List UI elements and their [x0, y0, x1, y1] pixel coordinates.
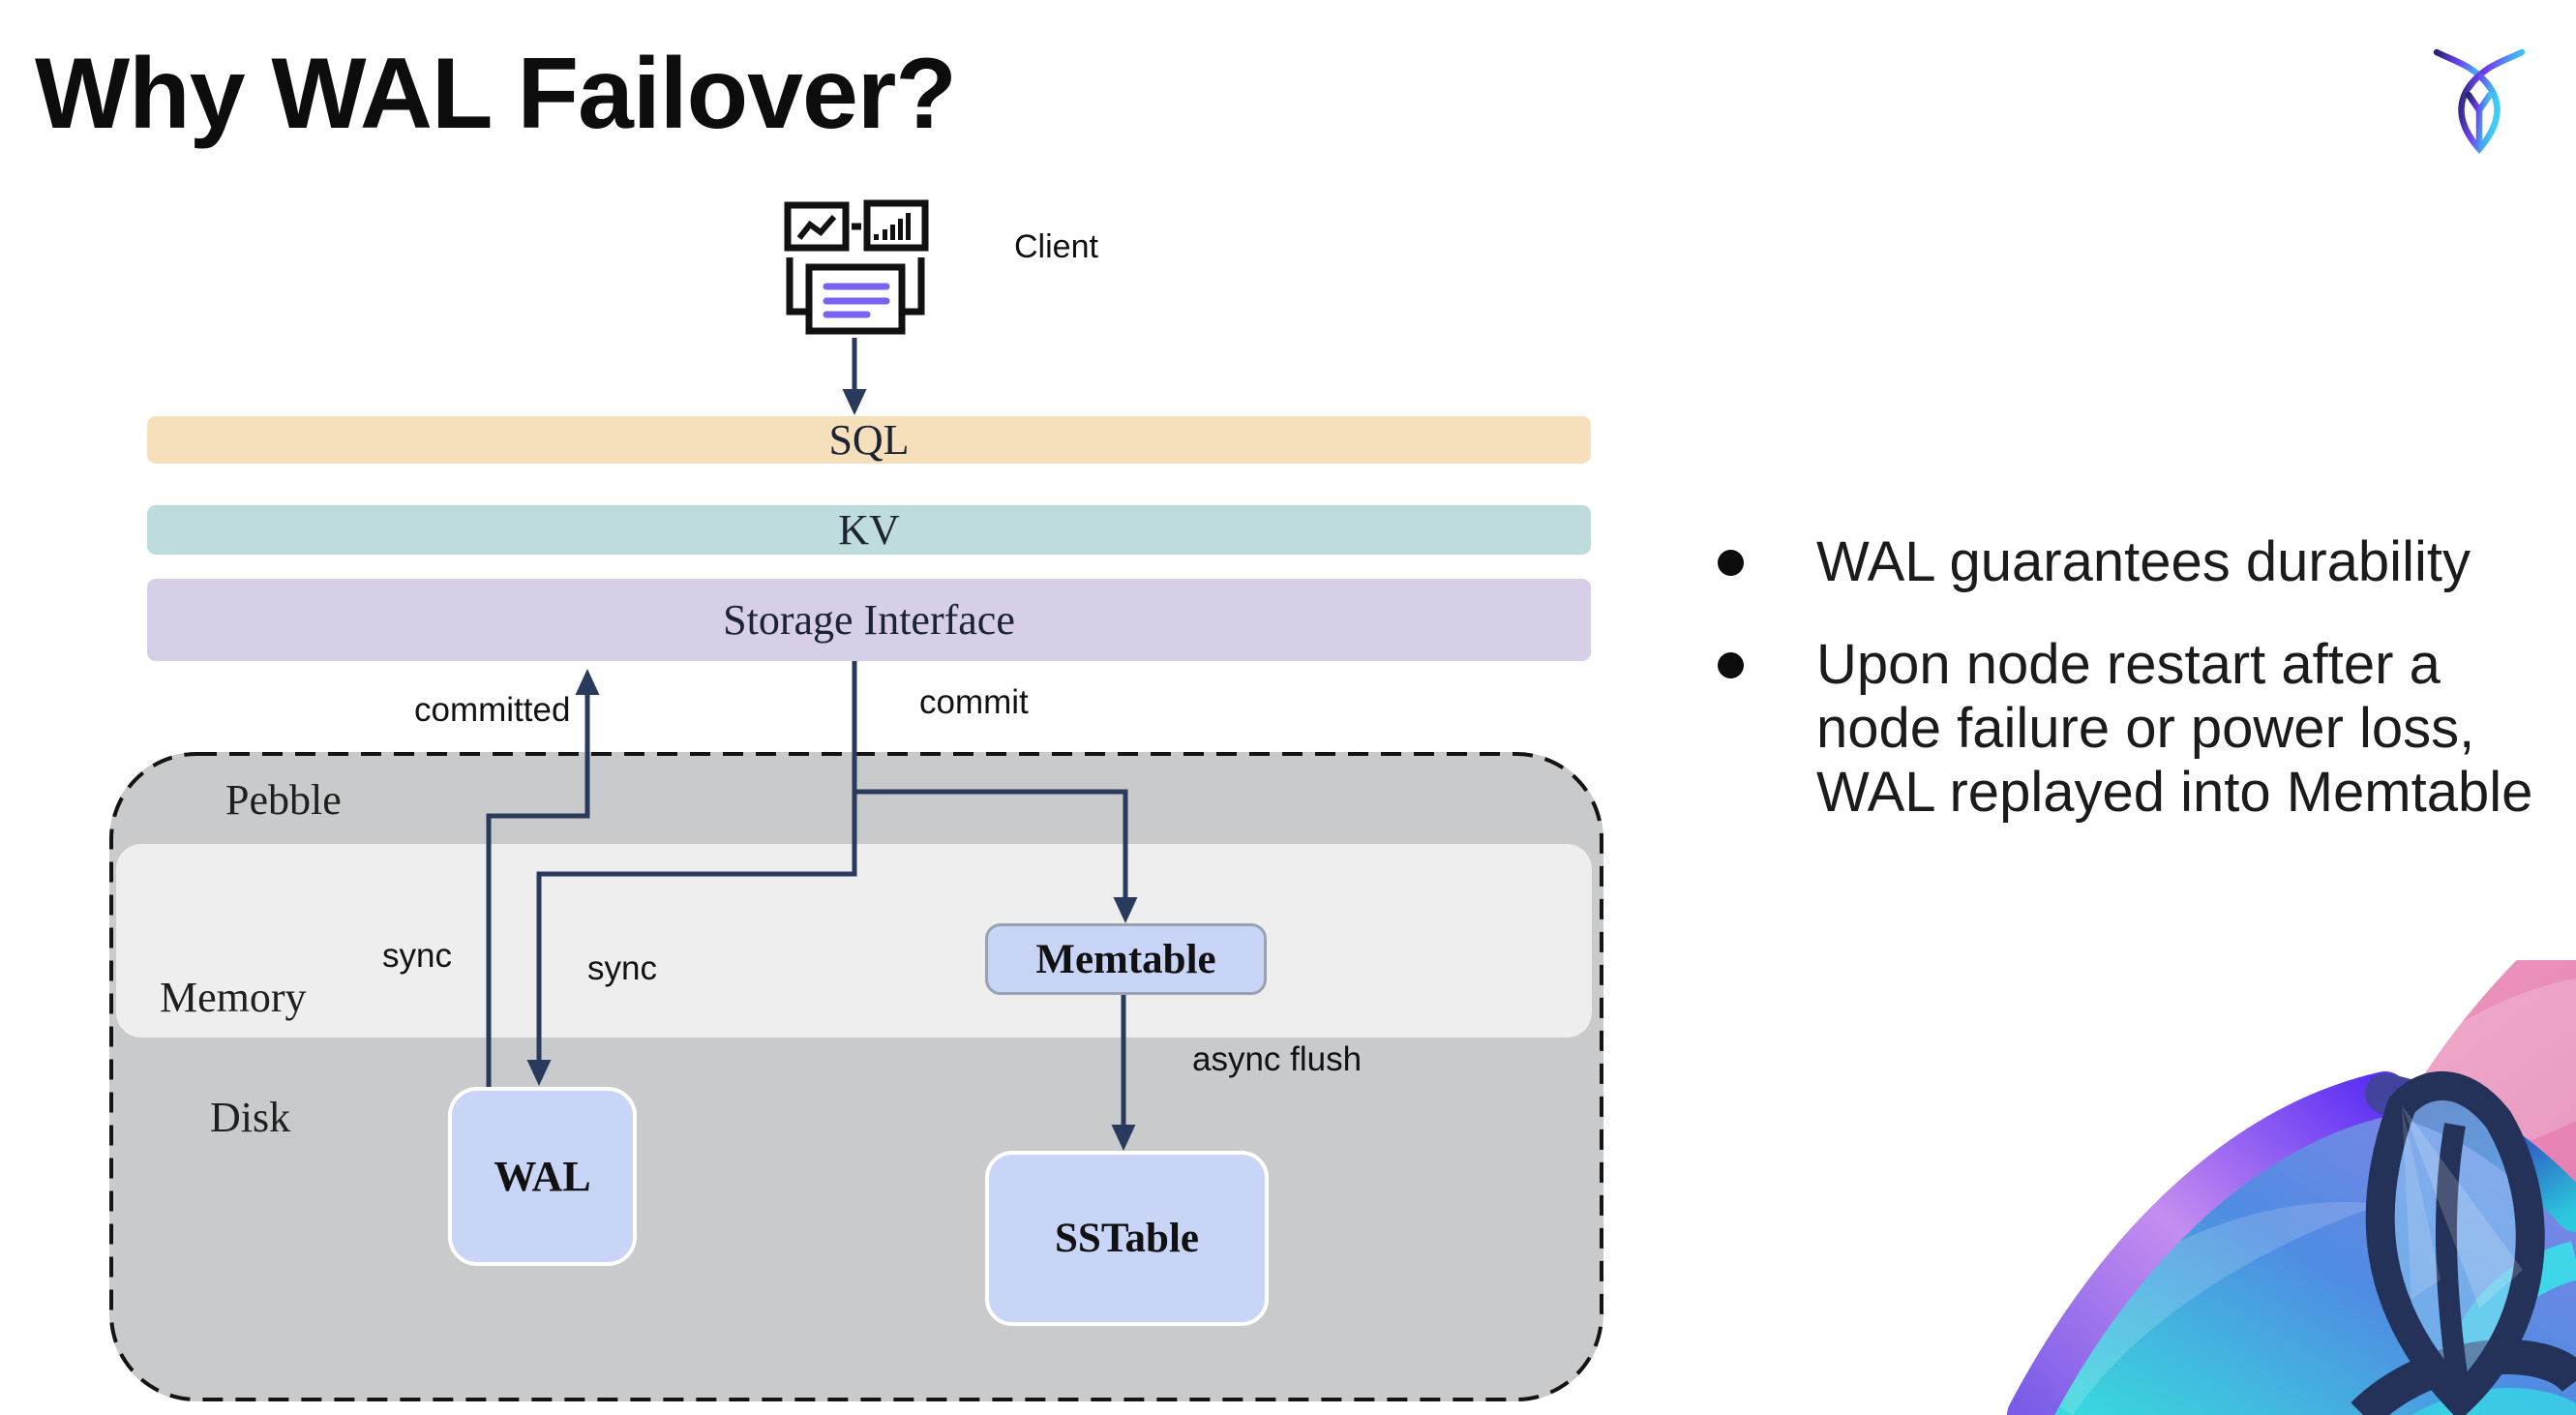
layer-storage-interface: Storage Interface	[147, 579, 1591, 661]
edge-label-sync-left: sync	[382, 937, 452, 975]
memory-label: Memory	[160, 974, 307, 1021]
edge-label-committed: committed	[414, 691, 571, 729]
bullet-text: WAL guarantees durability	[1816, 530, 2471, 593]
page-title: Why WAL Failover?	[35, 38, 957, 150]
layer-storage-interface-label: Storage Interface	[723, 596, 1015, 644]
client-terminal-icon	[784, 199, 929, 335]
disk-label: Disk	[210, 1094, 291, 1141]
pebble-label: Pebble	[225, 776, 342, 824]
node-wal-label: WAL	[494, 1153, 591, 1200]
node-sstable-label: SSTable	[1054, 1216, 1199, 1261]
client-label: Client	[1014, 228, 1098, 265]
layer-kv-label: KV	[838, 506, 900, 554]
bullet-dot-icon	[1718, 652, 1744, 678]
node-wal: WAL	[448, 1087, 637, 1266]
cockroachdb-logo-icon	[2433, 48, 2526, 154]
decorative-corner-graphic	[2007, 960, 2576, 1415]
edge-label-sync-right: sync	[587, 949, 657, 987]
node-sstable: SSTable	[985, 1151, 1269, 1326]
layer-kv: KV	[147, 505, 1591, 555]
list-item: Upon node restart after a node failure o…	[1718, 633, 2576, 825]
layer-sql: SQL	[147, 416, 1591, 464]
node-memtable-label: Memtable	[1035, 936, 1216, 982]
node-memtable: Memtable	[985, 923, 1267, 995]
bullet-list: WAL guarantees durability Upon node rest…	[1718, 530, 2576, 863]
list-item: WAL guarantees durability	[1718, 530, 2576, 594]
edge-label-async-flush: async flush	[1192, 1040, 1363, 1078]
bullet-text: Upon node restart after a node failure o…	[1816, 633, 2533, 824]
layer-sql-label: SQL	[828, 416, 910, 464]
memory-band	[116, 844, 1592, 1038]
edge-label-commit: commit	[919, 683, 1029, 721]
bullet-dot-icon	[1718, 550, 1744, 576]
